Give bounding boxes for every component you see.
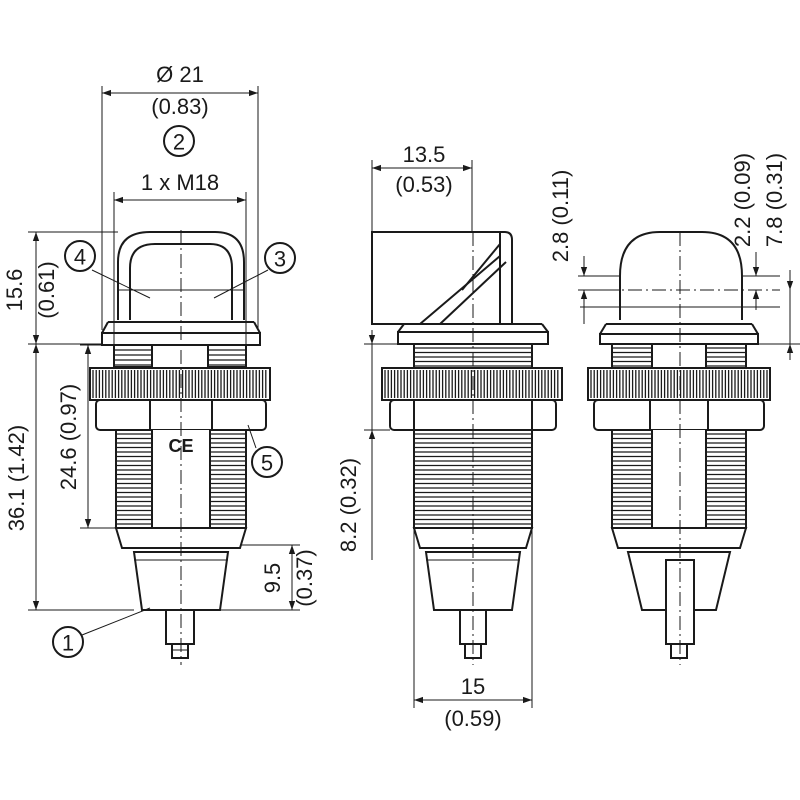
side-dimensions: 13.5 (0.53) 8.2 (0.32) 15 (0.59) [336, 142, 533, 731]
rear-dimensions: 2.8 (0.11) 2.2 (0.09) 7.8 (0.31) [548, 153, 800, 360]
front-view: CE [89, 230, 271, 665]
dim-side-width: 13.5 [403, 142, 446, 167]
dim-side-base-width-in: (0.59) [444, 706, 501, 731]
dim-front-height-top: 15.6 [2, 269, 27, 312]
front-lens-inner [129, 243, 233, 320]
dim-front-connector: 9.5 [260, 563, 285, 594]
rear-view [580, 231, 780, 665]
svg-text:3: 3 [274, 247, 286, 272]
svg-text:4: 4 [74, 245, 86, 270]
callout-1: 1 [52, 607, 151, 658]
front-upper-threads [113, 344, 247, 368]
front-connector-pin [165, 609, 195, 645]
dim-side-offset: 8.2 (0.32) [336, 458, 361, 552]
dim-side-base-width: 15 [461, 674, 485, 699]
rear-flange [599, 333, 759, 345]
callout-5: 5 [247, 424, 283, 478]
side-lens-head [371, 231, 513, 325]
callouts: 2 4 3 5 1 [52, 125, 296, 658]
front-dimensions: Ø 21 (0.83) 1 x M18 15.6 (0.61) 36.1 (1.… [2, 62, 317, 611]
dim-front-height-top-in: (0.61) [34, 261, 59, 318]
rear-lens-housing [619, 231, 743, 320]
svg-text:2: 2 [173, 130, 185, 155]
dim-side-width-in: (0.53) [395, 172, 452, 197]
callout-4: 4 [64, 240, 151, 299]
dim-rear-a: 2.8 (0.11) [548, 170, 573, 263]
dim-rear-c: 7.8 (0.31) [762, 153, 787, 247]
rear-hex-nut [593, 399, 765, 431]
svg-text:5: 5 [261, 451, 273, 476]
dim-front-diameter-in: (0.83) [151, 94, 208, 119]
front-lens-housing [117, 231, 245, 320]
rear-knurled-nut [587, 367, 771, 401]
callout-2: 2 [163, 125, 195, 157]
dim-front-thread-length: 24.6 (0.97) [56, 384, 81, 490]
dim-front-diameter: Ø 21 [156, 62, 204, 87]
dim-front-connector-in: (0.37) [292, 549, 317, 606]
callout-3: 3 [213, 242, 296, 299]
dim-front-thread: 1 x M18 [141, 170, 219, 195]
svg-text:1: 1 [62, 631, 74, 656]
dim-front-total-height: 36.1 (1.42) [4, 425, 29, 531]
side-view [371, 231, 563, 665]
dim-rear-b: 2.2 (0.09) [730, 153, 755, 247]
